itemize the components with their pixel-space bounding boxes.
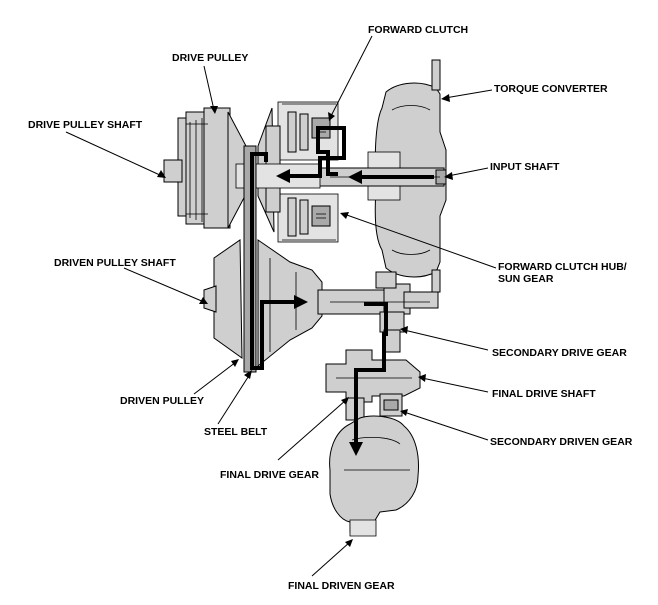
leader-arrow-drive-pulley-shaft — [157, 170, 166, 178]
driven-pulley-shaft — [317, 271, 439, 315]
label-sun-gear: SUN GEAR — [498, 273, 554, 285]
leader-forward-clutch — [329, 35, 373, 119]
leader-arrow-secondary-driven-gear — [400, 409, 408, 416]
leader-final-driven-gear — [311, 541, 351, 577]
leader-arrow-secondary-drive-gear — [400, 326, 408, 334]
leader-arrow-torque-converter — [441, 94, 450, 102]
power-flow-arrowhead-clutch — [276, 169, 290, 183]
leader-input-shaft — [447, 167, 489, 177]
leader-secondary-driven-gear — [403, 411, 489, 441]
leader-drive-pulley — [203, 65, 215, 111]
label-driven-pulley-shaft: DRIVEN PULLEY SHAFT — [54, 257, 176, 269]
leader-arrow-input-shaft — [444, 172, 453, 180]
leader-arrow-drive-pulley — [210, 106, 218, 114]
leader-arrow-final-drive-shaft — [418, 374, 426, 382]
leader-secondary-drive-gear — [403, 329, 489, 351]
leader-driven-pulley-shaft — [123, 267, 205, 303]
label-forward-clutch: FORWARD CLUTCH — [368, 24, 468, 36]
label-secondary-drive-gear: SECONDARY DRIVE GEAR — [492, 347, 627, 359]
leader-lines — [65, 35, 497, 577]
power-flow-clutch — [288, 126, 346, 178]
label-drive-pulley: DRIVE PULLEY — [172, 52, 248, 64]
label-forward-clutch-hub: FORWARD CLUTCH HUB/ — [498, 261, 627, 273]
leader-torque-converter — [444, 89, 493, 99]
label-final-drive-shaft: FINAL DRIVE SHAFT — [492, 388, 596, 400]
power-flow-output — [354, 302, 388, 444]
label-torque-converter: TORQUE CONVERTER — [494, 83, 608, 95]
leader-arrow-forward-clutch-hub — [340, 212, 349, 219]
leader-arrow-driven-pulley — [231, 359, 239, 367]
final-drive-shaft — [325, 349, 421, 403]
label-final-drive-gear: FINAL DRIVE GEAR — [220, 469, 319, 481]
power-flow-arrowhead-final — [349, 442, 363, 456]
power-flow-path — [250, 126, 434, 456]
labels: FORWARD CLUTCH DRIVE PULLEY TORQUE CONVE… — [28, 24, 633, 592]
power-flow-arrowhead-driven — [294, 295, 308, 309]
forward-clutch-assembly — [277, 101, 339, 243]
secondary-driven-gear — [379, 393, 403, 417]
leader-arrow-steel-belt — [244, 370, 252, 379]
label-secondary-driven-gear: SECONDARY DRIVEN GEAR — [490, 436, 633, 448]
final-driven-gear — [329, 415, 419, 537]
power-flow-arrowhead-input — [348, 170, 362, 184]
drive-pulley — [163, 107, 281, 233]
label-driven-pulley: DRIVEN PULLEY — [120, 395, 204, 407]
leader-arrow-final-driven-gear — [345, 539, 353, 547]
leader-arrow-forward-clutch — [328, 112, 335, 121]
label-input-shaft: INPUT SHAFT — [490, 161, 560, 173]
label-steel-belt: STEEL BELT — [204, 426, 268, 438]
leader-arrow-driven-pulley-shaft — [199, 297, 208, 304]
leader-forward-clutch-hub — [343, 213, 497, 269]
leader-steel-belt — [217, 373, 251, 425]
label-final-driven-gear: FINAL DRIVEN GEAR — [288, 580, 395, 592]
leader-arrow-final-drive-gear — [341, 397, 349, 405]
leader-final-drive-gear — [277, 399, 347, 461]
leader-drive-pulley-shaft — [65, 131, 163, 177]
label-drive-pulley-shaft: DRIVE PULLEY SHAFT — [28, 119, 143, 131]
leader-driven-pulley — [193, 361, 237, 395]
leader-final-drive-shaft — [421, 377, 489, 393]
power-flow-belt — [250, 152, 296, 370]
